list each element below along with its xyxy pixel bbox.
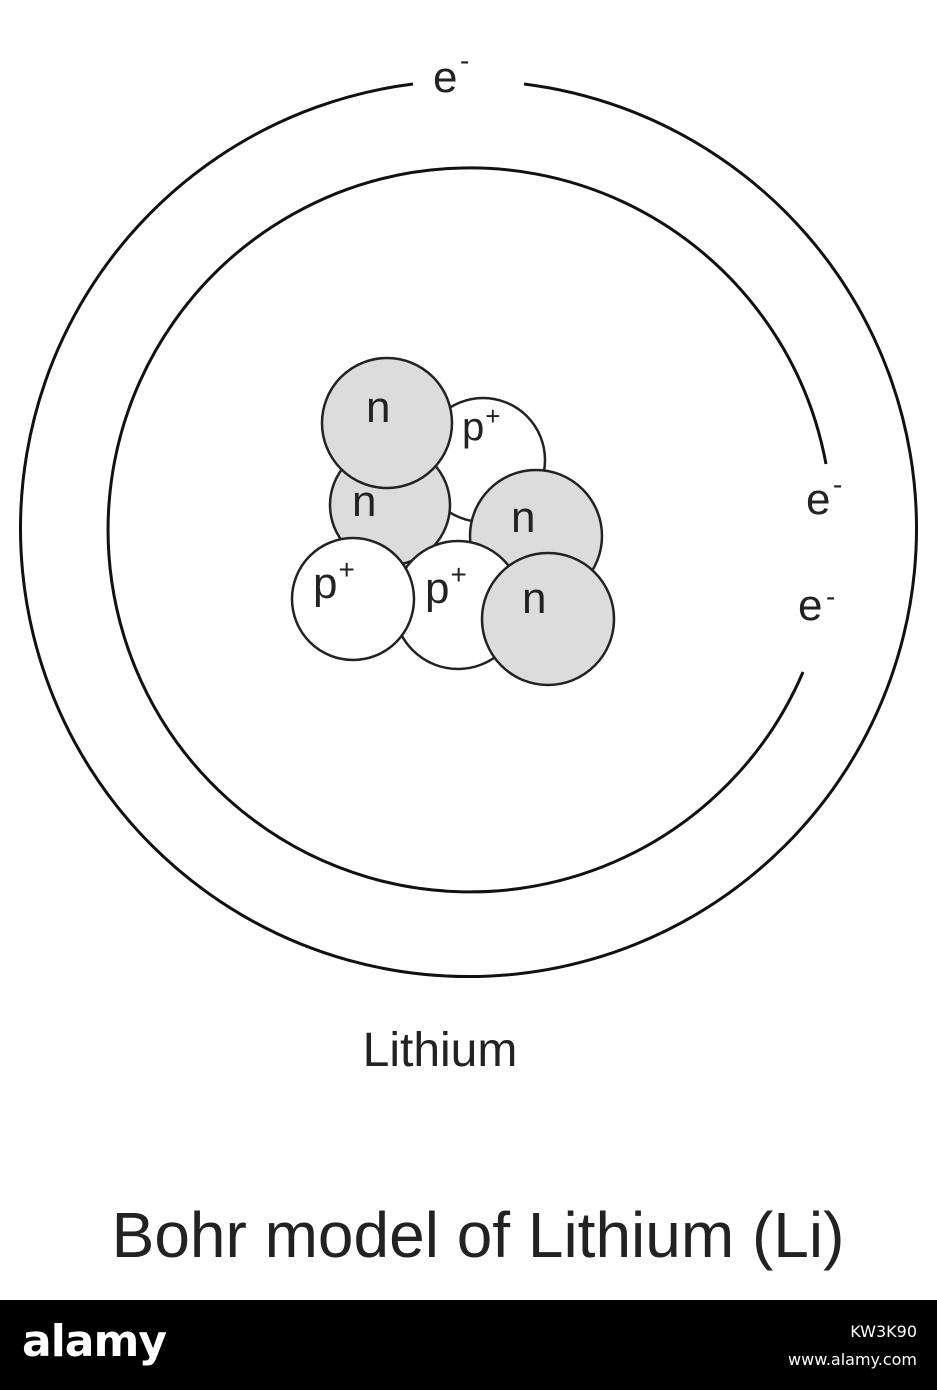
svg-text:p: p [425, 564, 449, 613]
brand-logo: alamy [22, 1316, 167, 1367]
proton-left: p + [290, 536, 416, 662]
element-name: Lithium [363, 1024, 518, 1077]
nucleus: p + n n n p + p + [290, 356, 616, 687]
svg-text:p: p [462, 405, 484, 449]
footer-bar: alamy KW3K90 www.alamy.com [0, 1300, 937, 1390]
diagram-caption: Bohr model of Lithium (Li) [112, 1199, 845, 1271]
svg-text:-: - [460, 45, 469, 76]
svg-text:e: e [433, 53, 457, 102]
svg-text:n: n [522, 574, 546, 623]
electron-label-top: e - [433, 45, 469, 102]
electron-label-right-lower: e - [798, 581, 835, 630]
svg-text:-: - [833, 469, 842, 500]
electron-label-right-upper: e - [806, 469, 842, 524]
svg-text:-: - [826, 581, 835, 612]
svg-text:e: e [806, 475, 830, 524]
svg-text:p: p [313, 559, 337, 608]
outer-orbit [19, 82, 918, 979]
svg-text:+: + [450, 559, 466, 590]
svg-text:e: e [798, 581, 822, 630]
svg-text:+: + [338, 554, 354, 585]
site-url: www.alamy.com [788, 1350, 917, 1369]
neutron-top: n [320, 356, 454, 490]
inner-orbit [106, 166, 828, 894]
svg-text:n: n [366, 383, 390, 432]
bohr-model-diagram: e - e - e - p + n n n [19, 45, 918, 1271]
svg-text:+: + [485, 401, 500, 431]
neutron-bottom-right: n [480, 551, 616, 687]
svg-text:n: n [511, 493, 535, 542]
image-id: KW3K90 [850, 1322, 917, 1341]
